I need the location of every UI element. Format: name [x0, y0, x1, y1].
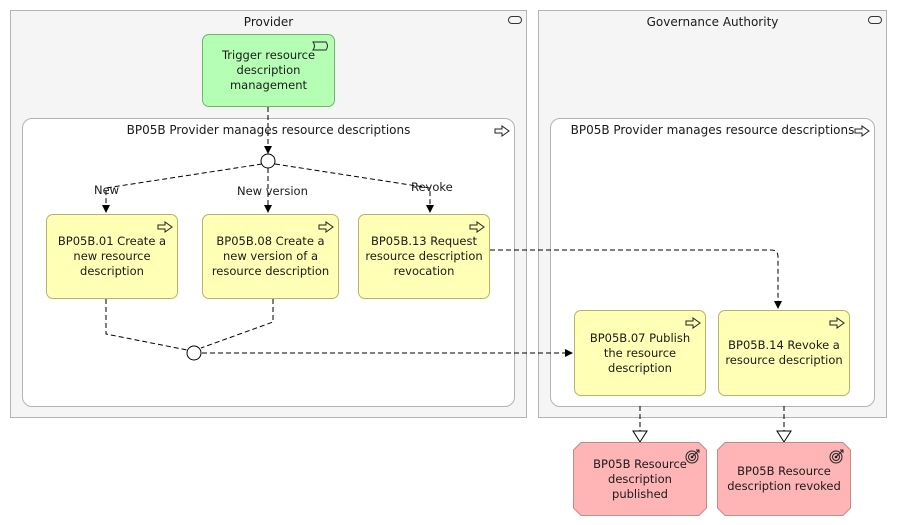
process-bp01[interactable]: BP05B.01 Create a new resource descripti… — [46, 214, 178, 299]
junction-split — [260, 153, 276, 169]
edge-junction-to-bp01 — [102, 163, 263, 213]
arrowhead-published — [632, 430, 648, 443]
process-arrow-icon — [469, 221, 485, 233]
edge-label-new-version: New version — [237, 184, 308, 198]
process-arrow-icon — [494, 125, 510, 137]
provider-lane-title: Provider — [243, 15, 294, 29]
junction-merge — [186, 345, 202, 361]
process-bp13[interactable]: BP05B.13 Request resource description re… — [358, 214, 490, 299]
process-bp13-label: BP05B.13 Request resource description re… — [365, 234, 483, 278]
edge-label-revoke: Revoke — [411, 180, 453, 194]
target-icon — [685, 449, 700, 464]
outcome-revoked-label: BP05B Resource description revoked — [727, 464, 841, 493]
edge-bp13-to-bp14 — [490, 249, 782, 309]
process-bp08[interactable]: BP05B.08 Create a new version of a resou… — [202, 214, 339, 299]
event-icon — [312, 41, 328, 51]
outcome-revoked[interactable]: BP05B Resource description revoked — [717, 442, 851, 516]
collaboration-icon — [508, 16, 522, 24]
process-arrow-icon — [854, 125, 870, 137]
trigger-event[interactable]: Trigger resource description management — [202, 34, 335, 107]
governance-lane-title: Governance Authority — [646, 15, 779, 29]
process-bp01-label: BP05B.01 Create a new resource descripti… — [57, 234, 167, 278]
process-arrow-icon — [829, 317, 845, 329]
arrowhead-revoked — [776, 430, 792, 443]
target-icon — [829, 449, 844, 464]
process-bp08-label: BP05B.08 Create a new version of a resou… — [211, 234, 330, 278]
collaboration-icon — [868, 16, 882, 24]
process-arrow-icon — [318, 221, 334, 233]
process-arrow-icon — [157, 221, 173, 233]
outcome-published[interactable]: BP05B Resource description published — [573, 442, 707, 516]
edge-bp01-to-junction2 — [105, 299, 188, 351]
process-bp14-label: BP05B.14 Revoke a resource description — [725, 338, 843, 367]
governance-group-title: BP05B Provider manages resource descript… — [570, 123, 855, 137]
process-bp14[interactable]: BP05B.14 Revoke a resource description — [718, 310, 850, 396]
edge-junction-to-bp13 — [274, 163, 434, 213]
provider-group-title: BP05B Provider manages resource descript… — [126, 123, 411, 137]
outcome-revoked-shape — [717, 442, 851, 516]
edge-bp08-to-junction2 — [200, 299, 274, 349]
trigger-event-label: Trigger resource description management — [221, 48, 316, 92]
process-arrow-icon — [685, 317, 701, 329]
process-bp07-label: BP05B.07 Publish the resource descriptio… — [589, 330, 691, 375]
process-bp07[interactable]: BP05B.07 Publish the resource descriptio… — [574, 310, 706, 396]
outcome-published-shape — [573, 442, 707, 516]
outcome-published-label: BP05B Resource description published — [593, 456, 687, 501]
edge-label-new: New — [94, 183, 120, 197]
